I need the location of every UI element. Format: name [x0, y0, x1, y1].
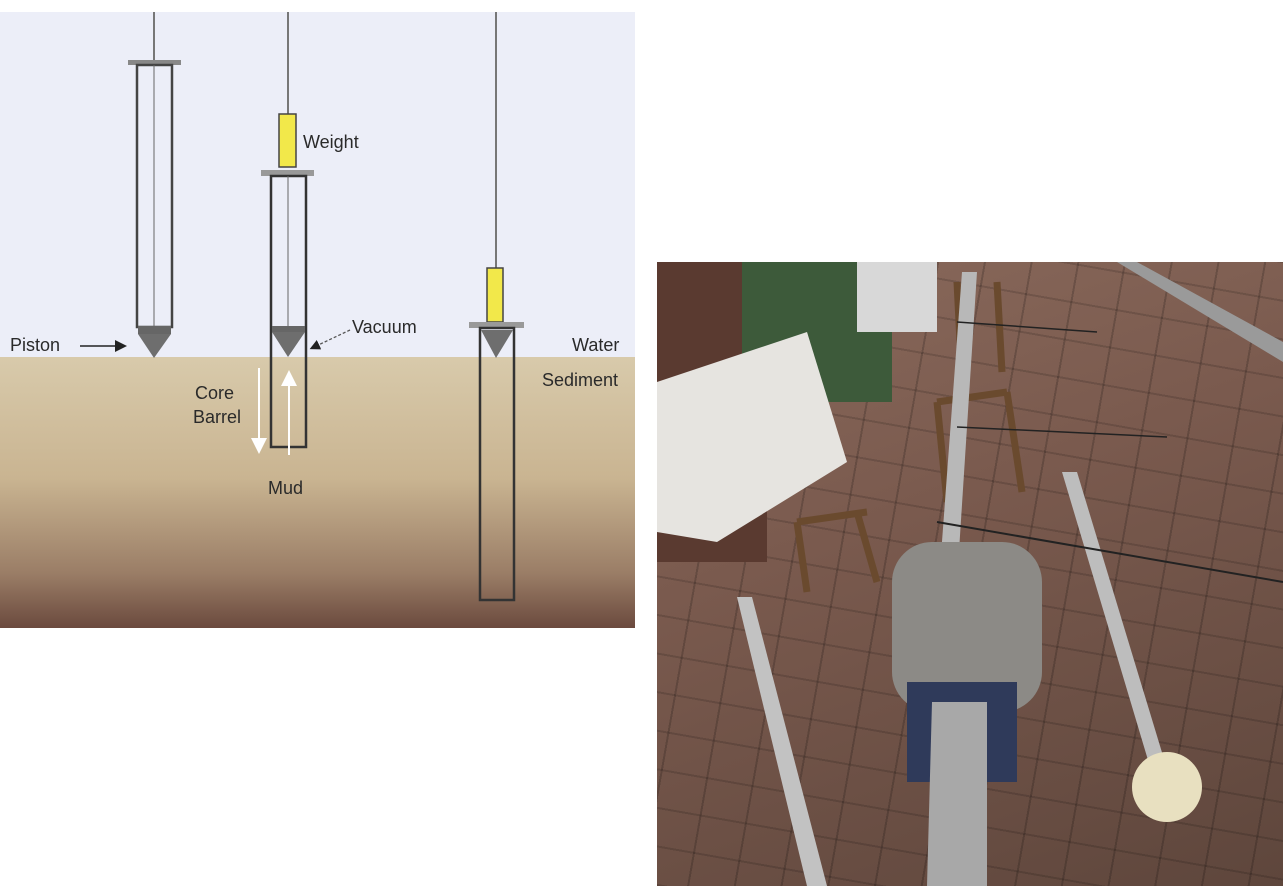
weight-block [486, 267, 504, 323]
corer-nose-pipe [927, 702, 987, 886]
cable-spool [857, 262, 937, 332]
corer-weight-head [892, 542, 1042, 712]
photo-illustration [657, 262, 1283, 886]
corer-cap [261, 170, 314, 176]
piston-corer-diagram: Weight Piston Vacuum Water Sediment Core… [0, 12, 635, 628]
vacuum-pointer-arrow [309, 329, 351, 350]
mud-label: Mud [268, 478, 303, 498]
corer-before-release [128, 12, 181, 358]
water-region [0, 12, 635, 357]
barrel-label: Barrel [193, 407, 241, 427]
cable [956, 426, 1168, 438]
sediment-region [0, 357, 635, 628]
corer-cone-tip [272, 332, 305, 357]
white-winch [657, 332, 847, 542]
corer-penetrating [251, 12, 314, 455]
deck-rail [1117, 262, 1283, 362]
left-support-pole [737, 597, 827, 886]
vacuum-label: Vacuum [352, 317, 417, 337]
corer-cone-tip [138, 334, 171, 358]
pulley-wheel [1132, 752, 1202, 822]
cable [936, 521, 1283, 583]
corer-cap [128, 60, 181, 65]
core-label: Core [195, 383, 234, 403]
core-barrel-tube [478, 326, 516, 602]
piston-block [272, 326, 305, 332]
corer-deck-photo [657, 262, 1283, 886]
corer-full-penetration [469, 12, 524, 602]
water-label: Water [572, 335, 619, 355]
corer-cap [469, 322, 524, 328]
sediment-label: Sediment [542, 370, 618, 390]
cable [956, 321, 1098, 333]
corer-cone-tip [481, 330, 513, 358]
piston-block [138, 326, 171, 334]
weight-block [278, 113, 297, 168]
right-support-pole [1062, 472, 1177, 807]
weight-label: Weight [303, 132, 359, 152]
piston-label: Piston [10, 335, 60, 355]
